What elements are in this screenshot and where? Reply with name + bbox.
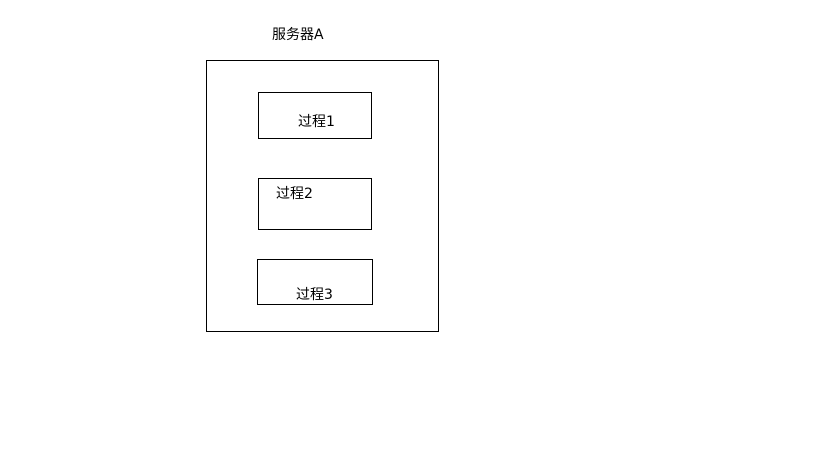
server-title: 服务器A xyxy=(272,27,324,43)
process-label-3: 过程3 xyxy=(296,287,333,303)
process-label-1: 过程1 xyxy=(298,114,335,130)
process-box-2 xyxy=(258,178,372,230)
process-label-2: 过程2 xyxy=(276,186,313,202)
process-box-3 xyxy=(257,259,373,305)
process-box-1 xyxy=(258,92,372,139)
